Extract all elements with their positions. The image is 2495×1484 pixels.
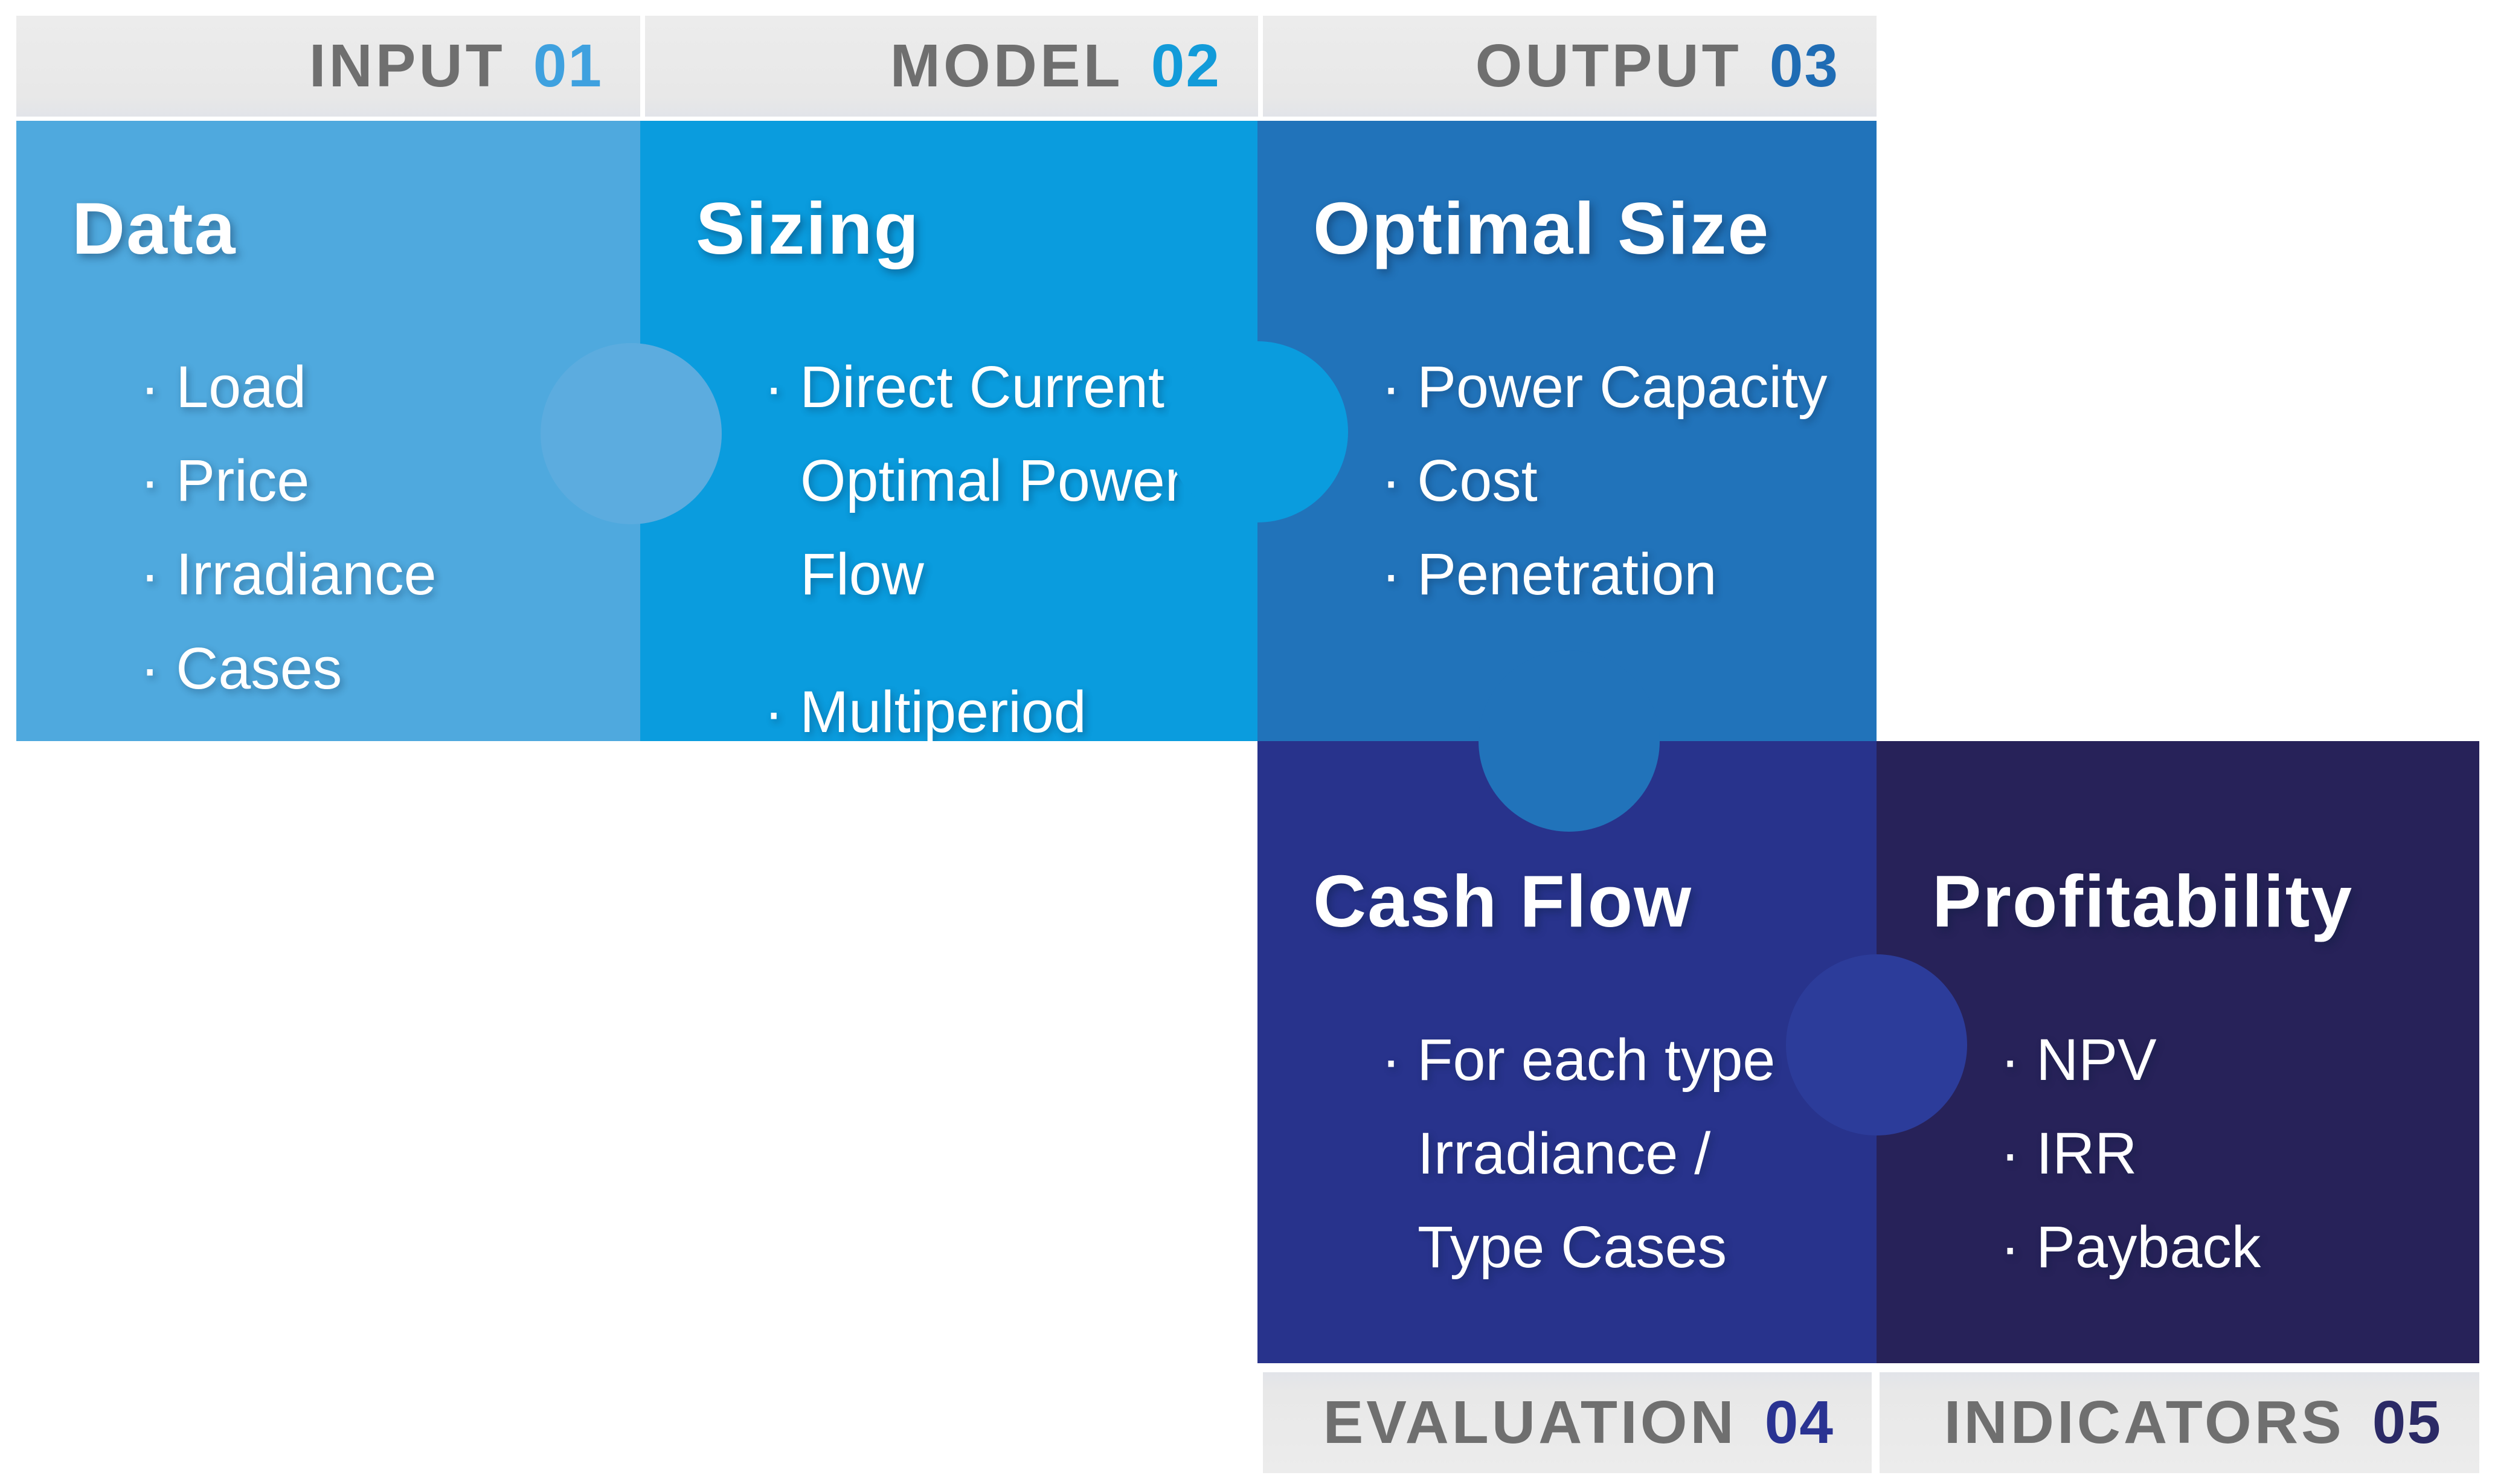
puzzle-tab-input-to-model xyxy=(541,343,722,524)
list-item: Power Capacity xyxy=(1381,340,1828,434)
label-strip-indicators: INDICATORS 05 xyxy=(1880,1372,2479,1473)
puzzle-piece-profitability: Profitability NPV IRR Payback xyxy=(1877,741,2479,1363)
strip-label: INPUT xyxy=(309,32,506,100)
piece-item-list: Direct Current Optimal Power Flow Multip… xyxy=(640,340,1257,741)
step-number: 01 xyxy=(533,32,603,100)
piece-item-list: For each type Irradiance / Type Cases xyxy=(1257,1013,1877,1294)
piece-title: Cash Flow xyxy=(1313,860,1693,942)
puzzle-piece-optimal-size: Optimal Size Power Capacity Cost Penetra… xyxy=(1257,121,1877,741)
label-strip-input: INPUT 01 xyxy=(16,16,640,117)
strip-label: INDICATORS xyxy=(1944,1389,2345,1456)
puzzle-piece-cash-flow: Cash Flow For each type Irradiance / Typ… xyxy=(1257,741,1877,1363)
piece-item-list: NPV IRR Payback xyxy=(1877,1013,2479,1294)
list-item: NPV xyxy=(2000,1013,2431,1107)
piece-title: Optimal Size xyxy=(1313,187,1770,269)
label-strip-evaluation: EVALUATION 04 xyxy=(1263,1372,1872,1473)
step-number: 02 xyxy=(1151,32,1221,100)
label-strip-output: OUTPUT 03 xyxy=(1263,16,1877,117)
step-number: 05 xyxy=(2372,1389,2442,1456)
list-item: For each type Irradiance / Type Cases xyxy=(1381,1013,1807,1294)
puzzle-tab-output-to-evaluation xyxy=(1479,650,1660,832)
strip-label: OUTPUT xyxy=(1475,32,1742,100)
puzzle-piece-data: Data Load Price Irradiance Cases xyxy=(16,121,640,741)
piece-item-list: Load Price Irradiance Cases xyxy=(16,340,640,715)
step-number: 03 xyxy=(1769,32,1839,100)
list-item: Cases xyxy=(140,622,592,715)
piece-title: Data xyxy=(72,187,237,269)
list-item: Cost xyxy=(1381,434,1828,527)
piece-item-list: Power Capacity Cost Penetration xyxy=(1257,340,1877,622)
piece-title: Profitability xyxy=(1932,860,2354,942)
puzzle-tab-model-to-output xyxy=(1167,341,1348,522)
list-item: IRR xyxy=(2000,1107,2431,1200)
label-strip-model: MODEL 02 xyxy=(645,16,1258,117)
strip-label: EVALUATION xyxy=(1323,1389,1737,1456)
step-number: 04 xyxy=(1764,1389,1834,1456)
list-item: Payback xyxy=(2000,1200,2431,1294)
puzzle-tab-evaluation-to-indicators xyxy=(1786,954,1967,1135)
list-item: Load xyxy=(140,340,592,434)
puzzle-piece-sizing: Sizing Direct Current Optimal Power Flow… xyxy=(640,121,1257,741)
piece-title: Sizing xyxy=(696,187,920,269)
strip-label: MODEL xyxy=(890,32,1123,100)
list-item: Multiperiod xyxy=(764,665,1188,741)
list-item: Penetration xyxy=(1381,527,1828,621)
list-item: Direct Current Optimal Power Flow xyxy=(764,340,1188,622)
list-item: Irradiance xyxy=(140,527,592,621)
list-item: Price xyxy=(140,434,592,527)
